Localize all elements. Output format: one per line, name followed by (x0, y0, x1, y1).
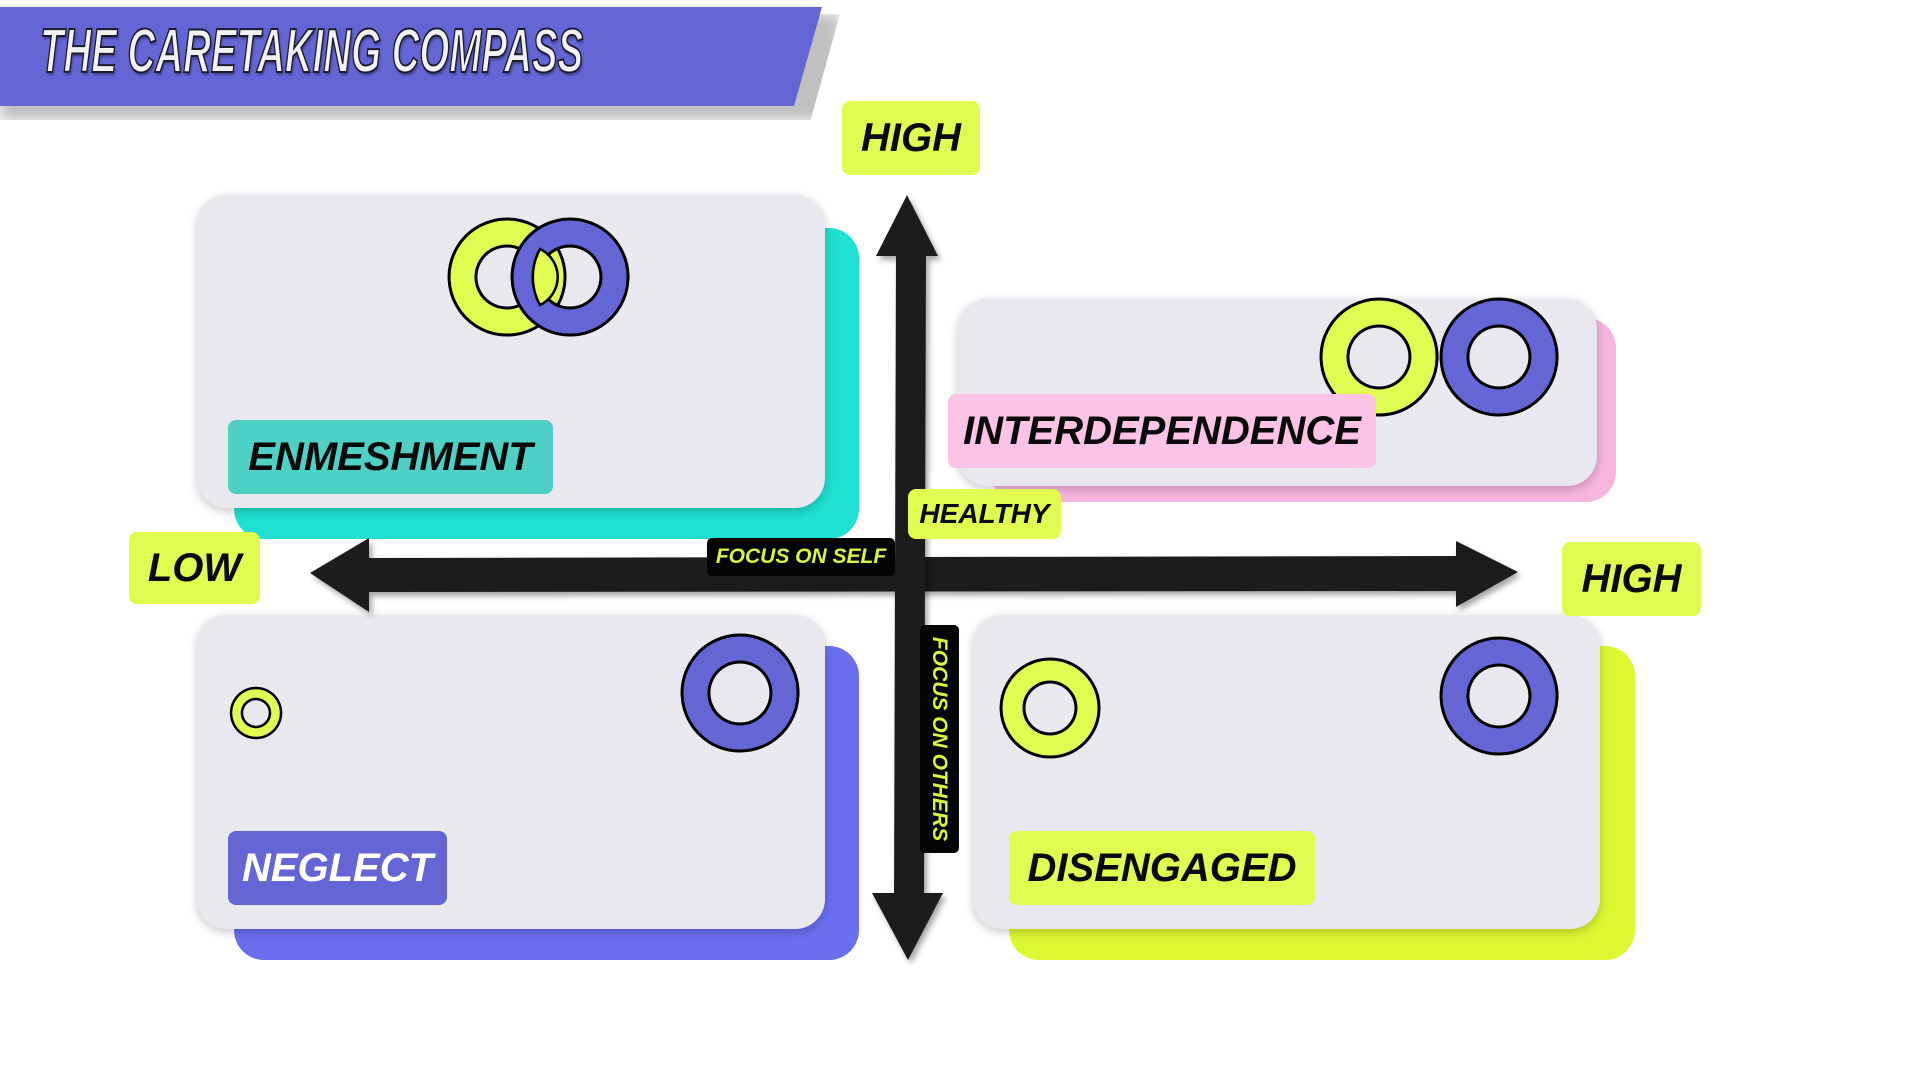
neglect-rings (229, 633, 800, 753)
quadrant-label-text: NEGLECT (241, 845, 434, 890)
horizontal-low-label: LOW (129, 532, 260, 604)
arrow-left-icon (310, 538, 369, 612)
other-ring-icon (1439, 297, 1559, 417)
horizontal-axis-name: FOCUS ON SELF (715, 545, 887, 568)
vertical-axis-arrow (872, 195, 943, 960)
horizontal-low-text: LOW (147, 545, 242, 590)
quadrant-label-neglect: NEGLECT (228, 831, 447, 905)
horizontal-axis-name-tag: FOCUS ON SELF (707, 538, 895, 576)
vertical-high-text: HIGH (861, 115, 961, 160)
self-ring-icon (1319, 297, 1439, 417)
page-title: THE CARETAKING COMPASS (39, 16, 584, 87)
other-ring-icon (680, 633, 800, 753)
quadrant-label-text: ENMESHMENT (248, 434, 533, 479)
title-banner (0, 7, 822, 106)
vertical-axis-shaft (894, 252, 926, 900)
vertical-axis-name: FOCUS ON OTHERS (928, 636, 952, 842)
center-healthy-text: HEALTHY (919, 498, 1050, 529)
disengaged-rings (999, 636, 1559, 759)
quadrant-label-interdependence: INTERDEPENDENCE (948, 394, 1376, 468)
quadrant-label-text: INTERDEPENDENCE (963, 408, 1361, 453)
quadrant-label-enmeshment: ENMESHMENT (228, 420, 553, 494)
vertical-axis-name-tag: FOCUS ON OTHERS (920, 625, 959, 853)
horizontal-high-text: HIGH (1581, 556, 1682, 601)
interdependence-rings (1319, 297, 1559, 417)
arrow-up-icon (876, 195, 938, 256)
horizontal-high-label: HIGH (1562, 542, 1701, 616)
other-ring-icon (510, 217, 630, 337)
enmeshment-rings (447, 217, 630, 337)
quadrant-label-text: DISENGAGED (1027, 845, 1297, 890)
arrow-down-icon (872, 893, 943, 960)
arrow-right-icon (1456, 541, 1518, 607)
center-healthy-label: HEALTHY (908, 489, 1061, 539)
ring-overlap-icon (531, 247, 559, 307)
self-ring-small-icon (229, 686, 283, 740)
vertical-high-label: HIGH (842, 101, 980, 175)
quadrant-label-disengaged: DISENGAGED (1009, 831, 1315, 905)
self-ring-icon (999, 657, 1101, 759)
other-ring-icon (1439, 636, 1559, 756)
